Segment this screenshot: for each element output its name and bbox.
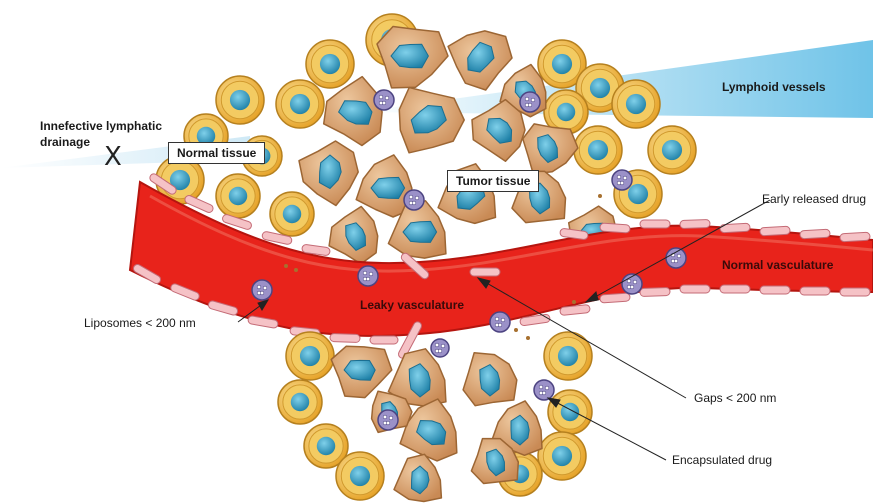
drug-dot bbox=[598, 194, 602, 198]
tumor-cell bbox=[399, 88, 464, 153]
normal-cell bbox=[574, 126, 622, 174]
tumor-cell bbox=[448, 31, 512, 90]
liposome bbox=[358, 266, 378, 286]
label-normal-vasculature: Normal vasculature bbox=[722, 258, 833, 272]
liposome bbox=[404, 190, 424, 210]
normal-cell bbox=[612, 80, 660, 128]
liposome bbox=[666, 248, 686, 268]
label-normal-tissue: Normal tissue bbox=[168, 142, 265, 164]
label-liposomes: Liposomes < 200 nm bbox=[84, 316, 196, 330]
normal-cell bbox=[286, 332, 334, 380]
drug-dot bbox=[526, 336, 530, 340]
liposome bbox=[490, 312, 510, 332]
liposome bbox=[431, 339, 449, 357]
liposome bbox=[378, 410, 398, 430]
normal-cell bbox=[276, 80, 324, 128]
normal-cell bbox=[270, 192, 314, 236]
x-mark-icon: X bbox=[104, 142, 122, 172]
normal-cell bbox=[336, 452, 384, 500]
drug-dot bbox=[294, 268, 298, 272]
normal-cell bbox=[306, 40, 354, 88]
label-leaky-vasculature: Leaky vasculature bbox=[360, 298, 464, 312]
tumor-cell bbox=[394, 454, 441, 501]
normal-cell bbox=[216, 76, 264, 124]
tumor-cell bbox=[299, 141, 358, 206]
tumor-cell bbox=[523, 124, 578, 174]
label-tumor-tissue: Tumor tissue bbox=[447, 170, 539, 192]
liposome bbox=[252, 280, 272, 300]
normal-cell bbox=[548, 390, 592, 434]
tumor-cell bbox=[329, 207, 378, 264]
drug-dot bbox=[514, 328, 518, 332]
drug-dot bbox=[284, 264, 288, 268]
normal-cell bbox=[538, 432, 586, 480]
label-gaps: Gaps < 200 nm bbox=[694, 391, 776, 405]
tumor-cell bbox=[331, 346, 392, 397]
label-ineffective-drainage: Innefective lymphatic drainage bbox=[40, 118, 162, 150]
liposome bbox=[374, 90, 394, 110]
normal-cell bbox=[278, 380, 322, 424]
tumor-cell bbox=[463, 353, 517, 406]
normal-cell bbox=[216, 174, 260, 218]
tumor-cell bbox=[377, 27, 448, 88]
liposome bbox=[612, 170, 632, 190]
label-early-released-drug: Early released drug bbox=[762, 192, 866, 206]
label-encapsulated-drug: Encapsulated drug bbox=[672, 453, 772, 467]
normal-cell bbox=[648, 126, 696, 174]
label-lymphoid-vessels: Lymphoid vessels bbox=[722, 80, 826, 94]
liposome bbox=[520, 92, 540, 112]
liposome bbox=[534, 380, 554, 400]
drug-dot bbox=[572, 300, 576, 304]
